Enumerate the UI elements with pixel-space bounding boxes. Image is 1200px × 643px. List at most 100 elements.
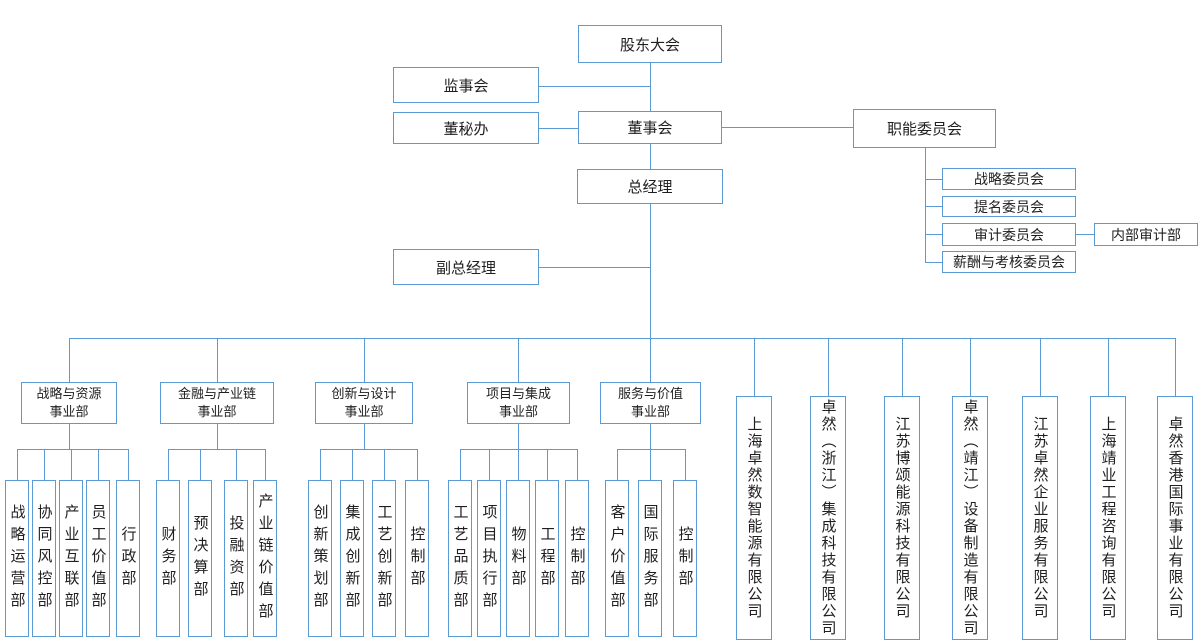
division-label: 金融与产业链事业部 (178, 385, 256, 421)
node-audit-committee: 审计委员会 (942, 223, 1076, 246)
connector-line (539, 267, 650, 268)
division-label: 服务与价值事业部 (618, 385, 683, 421)
connector-line (650, 449, 651, 480)
connector-line (489, 449, 490, 480)
node-division-service-value: 服务与价值事业部 (600, 382, 701, 424)
node-subsidiary-zhuoran-hongkong-international: 卓然香港国际事业有限公司 (1157, 396, 1193, 640)
node-division-strategy-resources: 战略与资源事业部 (21, 382, 117, 424)
division-label-line2: 事业部 (49, 404, 89, 419)
connector-line (518, 338, 519, 382)
connector-line (650, 63, 651, 111)
node-subsidiary-shanghai-jingye-engineering-consulting: 上海靖业工程咨询有限公司 (1090, 396, 1126, 640)
connector-line (17, 449, 18, 480)
node-dept-control-service-division: 控制部 (673, 480, 697, 637)
node-dept-engineering: 工程部 (535, 480, 559, 637)
division-label-line1: 服务与价值 (617, 385, 683, 401)
connector-line (69, 424, 70, 449)
division-label-line1: 创新与设计 (331, 385, 397, 401)
node-division-finance-industry-chain: 金融与产业链事业部 (160, 382, 274, 424)
division-label-line2: 事业部 (498, 404, 538, 419)
node-dept-employee-value: 员工价值部 (86, 480, 110, 637)
connector-line (722, 127, 853, 128)
division-label-line2: 事业部 (344, 404, 384, 419)
connector-line (650, 144, 651, 169)
node-dept-finance: 财务部 (156, 480, 180, 637)
node-dept-industry-chain-value: 产业链价值部 (253, 480, 277, 637)
connector-line (1108, 338, 1109, 396)
node-subsidiary-jiangsu-zhuoran-enterprise-services: 江苏卓然企业服务有限公司 (1022, 396, 1058, 640)
node-board-secretary-office: 董秘办 (393, 112, 539, 144)
division-label-line2: 事业部 (197, 404, 237, 419)
node-strategy-committee: 战略委员会 (942, 168, 1076, 190)
connector-line (384, 449, 385, 480)
division-label-line2: 事业部 (630, 404, 670, 419)
node-general-manager: 总经理 (577, 169, 723, 204)
connector-line (518, 449, 519, 480)
node-subsidiary-zhuoran-jingjiang-equipment: 卓然（靖江）设备制造有限公司 (952, 396, 988, 640)
connector-line (69, 338, 1176, 339)
node-subsidiary-jiangsu-bosong-energy-tech: 江苏博颂能源科技有限公司 (884, 396, 920, 640)
node-internal-audit-dept: 内部审计部 (1094, 223, 1198, 246)
connector-line (1040, 338, 1041, 396)
node-deputy-general-manager: 副总经理 (393, 249, 539, 285)
node-division-innovation-design: 创新与设计事业部 (315, 382, 413, 424)
connector-line (617, 449, 618, 480)
node-dept-strategic-operations: 战略运营部 (5, 480, 29, 637)
connector-line (168, 449, 265, 450)
division-label-line1: 战略与资源 (36, 385, 102, 401)
connector-line (265, 449, 266, 480)
connector-line (217, 424, 218, 449)
node-dept-materials: 物料部 (506, 480, 530, 637)
division-label: 创新与设计事业部 (331, 385, 396, 421)
node-subsidiary-zhuoran-zhejiang-integrated-tech: 卓然（浙江）集成科技有限公司 (810, 396, 846, 640)
connector-line (1175, 338, 1176, 396)
connector-line (460, 449, 461, 480)
node-dept-innovation-planning: 创新策划部 (308, 480, 332, 637)
connector-line (320, 449, 321, 480)
node-division-project-integration: 项目与集成事业部 (467, 382, 570, 424)
connector-line (364, 338, 365, 382)
connector-line (236, 449, 237, 480)
node-subsidiary-shanghai-zhuoran-digital-energy: 上海卓然数智能源有限公司 (736, 396, 772, 640)
node-dept-industry-interconnection: 产业互联部 (59, 480, 83, 637)
connector-line (650, 204, 651, 338)
connector-line (902, 338, 903, 396)
connector-line (1076, 234, 1094, 235)
connector-line (17, 449, 128, 450)
node-dept-control-project-division: 控制部 (565, 480, 589, 637)
connector-line (650, 338, 651, 382)
connector-line (650, 424, 651, 449)
node-dept-customer-value: 客户价值部 (605, 480, 629, 637)
node-dept-administration: 行政部 (116, 480, 140, 637)
division-label-line1: 金融与产业链 (177, 385, 256, 401)
connector-line (128, 449, 129, 480)
connector-line (925, 206, 942, 207)
connector-line (320, 449, 417, 450)
connector-line (547, 449, 548, 480)
connector-line (518, 424, 519, 449)
connector-line (925, 148, 926, 262)
connector-line (71, 449, 72, 480)
division-label: 战略与资源事业部 (36, 385, 101, 421)
node-dept-process-innovation: 工艺创新部 (372, 480, 396, 637)
connector-line (44, 449, 45, 480)
node-dept-collaborative-risk-control: 协同风控部 (32, 480, 56, 637)
node-dept-integrated-innovation: 集成创新部 (340, 480, 364, 637)
connector-line (417, 449, 418, 480)
node-dept-investment-financing: 投融资部 (224, 480, 248, 637)
node-remuneration-assessment-committee: 薪酬与考核委员会 (942, 251, 1076, 273)
connector-line (617, 449, 685, 450)
connector-line (577, 449, 578, 480)
node-supervisory-board: 监事会 (393, 67, 539, 103)
connector-line (970, 338, 971, 396)
connector-line (539, 128, 578, 129)
connector-line (925, 234, 942, 235)
connector-line (685, 449, 686, 480)
connector-line (364, 424, 365, 449)
connector-line (69, 338, 70, 382)
node-dept-international-service: 国际服务部 (638, 480, 662, 637)
connector-line (925, 179, 942, 180)
connector-line (200, 449, 201, 480)
node-dept-control-innovation-division: 控制部 (405, 480, 429, 637)
